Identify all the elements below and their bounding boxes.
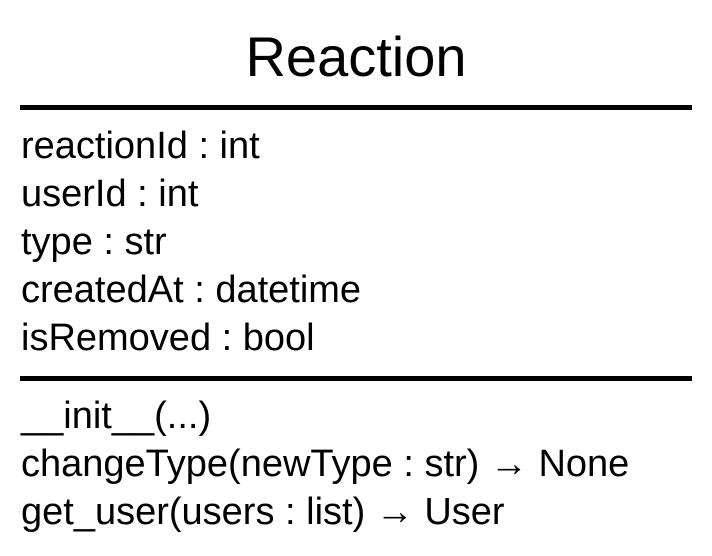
attribute-reaction-id: reactionId : int: [21, 125, 260, 167]
method-get-user: get_user(users : list) → User: [21, 491, 505, 533]
name-attributes-divider: [20, 105, 692, 110]
method-change-type: changeType(newType : str) → None: [21, 443, 630, 485]
class-name: Reaction: [245, 25, 467, 88]
attribute-user-id: userId : int: [21, 173, 199, 215]
attribute-is-removed: isRemoved : bool: [21, 317, 315, 359]
method-list: __init__(...) changeType(newType : str) …: [21, 392, 629, 536]
attribute-list: reactionId : int userId : int type : str…: [21, 122, 361, 362]
attribute-created-at: createdAt : datetime: [21, 269, 362, 311]
attributes-methods-divider: [20, 376, 692, 381]
attribute-type: type : str: [21, 221, 167, 263]
method-init: __init__(...): [21, 395, 212, 437]
